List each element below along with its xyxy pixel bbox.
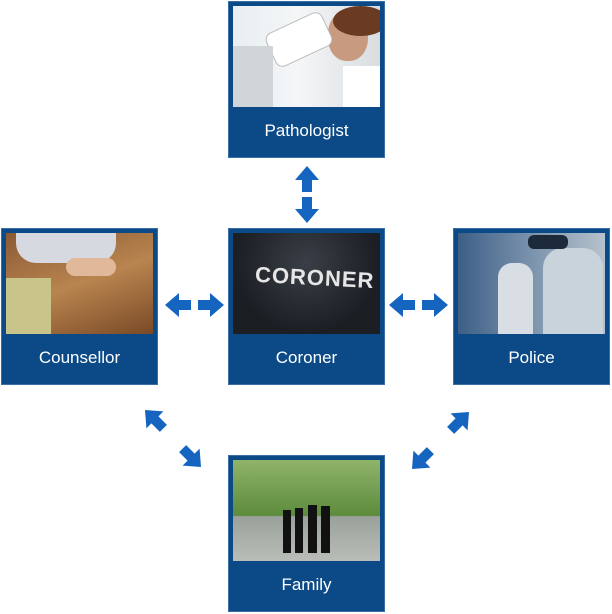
arrow-down <box>295 197 319 223</box>
arrow-to-family-diag-right <box>403 442 439 478</box>
arrow-left-to-coroner <box>389 293 415 317</box>
arrow-right-to-coroner <box>198 293 224 317</box>
arrow-to-counsellor-diag <box>136 401 172 437</box>
counsellor-photo <box>6 233 153 334</box>
arrow-left-to-counsellor <box>165 293 191 317</box>
arrow-right-to-police <box>422 293 448 317</box>
coroner-photo: CORONER <box>233 233 380 334</box>
family-node: Family <box>228 455 385 612</box>
pathologist-label: Pathologist <box>264 121 349 140</box>
coroner-label: Coroner <box>275 348 338 367</box>
arrow-up <box>295 166 319 192</box>
counsellor-label: Counsellor <box>38 348 121 367</box>
family-photo <box>233 460 380 561</box>
police-label: Police <box>508 348 555 367</box>
pathologist-photo <box>233 6 380 107</box>
pathologist-node: Pathologist <box>228 1 385 158</box>
counsellor-node: Counsellor <box>1 228 158 385</box>
police-photo <box>458 233 605 334</box>
coroner-node: CORONER Coroner <box>228 228 385 385</box>
police-node: Police <box>453 228 610 385</box>
family-label: Family <box>281 575 332 594</box>
arrow-to-family-diag-left <box>174 440 210 476</box>
arrow-to-police-diag <box>442 403 478 439</box>
